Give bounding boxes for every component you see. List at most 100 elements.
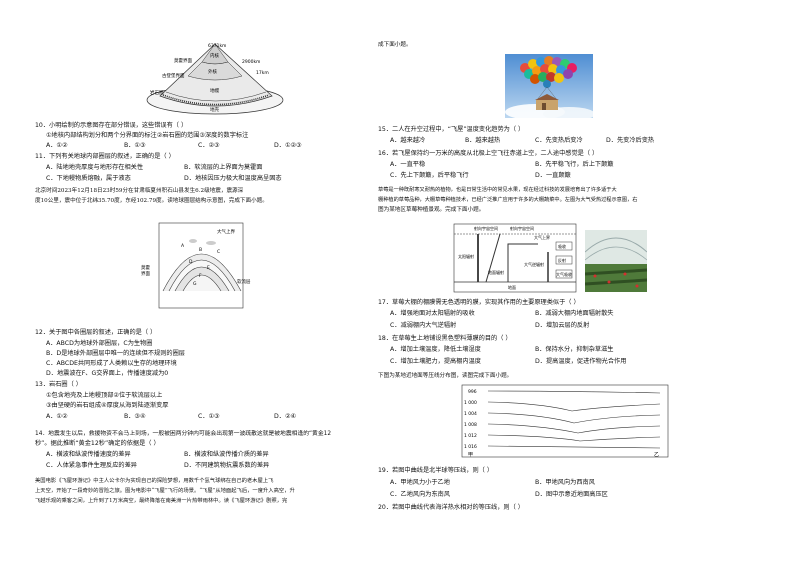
earth-structure-figure: 6371km 2900km 17km 莫霍界面 古登堡界面 岩石圈 内核 外核 … <box>140 38 290 116</box>
q17-option-b[interactable]: B．减弱大棚内地面辐射散失 <box>535 310 614 317</box>
intro15-line3: 飞越乐观的乘客之间，上升到了1万米高空，最终降落在南美洲一片热带雨林中。读《飞屋… <box>35 498 288 504</box>
q12-option-b[interactable]: B．D是地球外部圈层中唯一的连续但不规则的圈层 <box>46 350 185 357</box>
q18-option-a[interactable]: A．增加土壤温度，降低土壤湿度 <box>390 346 481 353</box>
earth-structure-diagram: 6371km 2900km 17km 莫霍界面 古登堡界面 岩石圈 内核 外核 … <box>146 43 284 115</box>
atmosphere-heating-diagram: 射向宇宙空间 射向宇宙空间 大气上界 太阳辐射 大气逆辐射 地面辐射 吸收 反射… <box>453 223 577 293</box>
intro12-line2: 度10公里，震中位于北纬35.70度，东经102.79度。读地球圈层结构示意图，… <box>35 198 268 204</box>
q16-stem: 16．若飞屋保持约一万米的高度从北极上空飞往赤道上空，二人途中感觉是（ ） <box>378 150 599 157</box>
intro19-line1: 下图为某地近地面等压线分布图，读图完成下面小题。 <box>378 373 513 379</box>
q18-option-b[interactable]: B．保持水分，抑制杂草滋生 <box>535 346 614 353</box>
q15-option-c[interactable]: C．先变热后变冷 <box>535 137 583 144</box>
q19-option-d[interactable]: D．图中示意近地面高压区 <box>535 491 608 498</box>
label-moho-2: 界面 <box>141 271 150 277</box>
q19-option-c[interactable]: C．乙地风向为东南风 <box>390 491 451 498</box>
q10-option-c[interactable]: C．②③ <box>198 142 220 149</box>
q17-option-a[interactable]: A．增强地面对太阳辐射的吸收 <box>390 310 475 317</box>
q16-option-c[interactable]: C．先上下颠簸，后平稳飞行 <box>390 172 469 179</box>
q13-option-c[interactable]: C．①③ <box>198 413 220 420</box>
q18-stem: 18．在草莓生上地铺设黑色塑料薄膜的目的（ ） <box>378 335 512 342</box>
label-moho: 莫霍 <box>141 264 150 271</box>
q16-option-a[interactable]: A．一直平稳 <box>390 161 426 168</box>
intro17-line2: 棚种植的草莓品种，大棚草莓种植技术，已经广泛推广应用于许多的大棚蔬菜中。左图为大… <box>378 197 638 203</box>
label-atmos-top: 大气上界 <box>217 228 235 235</box>
label-A: A <box>181 243 185 249</box>
gh-label-reflect: 反射 <box>558 257 566 263</box>
q13-sub2: ③由坚硬的岩石组成④厚度从海到陆逐渐变厚 <box>46 402 169 409</box>
q15-option-a[interactable]: A．越来越冷 <box>390 137 426 144</box>
q14-line1: 14．地震发生以后，救援物资不会马上到场，一般被困两分钟内可能会出现第一波疏散这… <box>35 431 332 437</box>
gh-label-atmos-top: 大气上界 <box>534 234 550 240</box>
q12-option-d[interactable]: D．地震波在F、G交界面上，传播速度减为0 <box>46 370 169 377</box>
q14-option-d[interactable]: D．不同建筑物抗震系数的差异 <box>184 462 270 469</box>
q18-option-d[interactable]: D．提高温度，促进作物光合作用 <box>535 358 627 365</box>
q19-option-a[interactable]: A．甲地风力小于乙地 <box>390 479 450 486</box>
q12-option-a[interactable]: A．ABCD为地球外部圈层，C为生物圈 <box>46 340 153 347</box>
q10-sub: ①地核内部结构划分和两个分界面的标注②岩石圈的范围③深度的数字标注 <box>46 132 249 139</box>
label-outer-core: 外核 <box>208 68 217 75</box>
label-gutenberg: 古登堡界面 <box>162 72 185 79</box>
gh-label-atm-absorb: 大气吸收 <box>556 271 572 277</box>
label-2900: 2900km <box>242 59 260 65</box>
isobar-map: 996 1 000 1 004 1 008 1 012 1 016 甲 乙 <box>461 384 669 458</box>
q13-sub1: ①包含地壳及上地幔顶部②位于软流层以上 <box>46 392 163 399</box>
isobar-1004: 1 004 <box>464 411 477 417</box>
q20-stem: 20．若图中曲线代表海洋热水相对的等压线，则（ ） <box>378 504 524 511</box>
q12-stem: 12．关于图中各圈层的叙述，正确的是（ ） <box>35 329 157 336</box>
q15-option-d[interactable]: D．先变冷后变热 <box>606 137 655 144</box>
q13-option-d[interactable]: D．②④ <box>274 413 297 420</box>
gh-label-ground: 地面 <box>508 284 516 290</box>
q11-option-d[interactable]: D．地核因压力极大和温度高呈固态 <box>184 175 282 182</box>
q11-option-b[interactable]: B．软流层的上界面为莫霍面 <box>184 164 263 171</box>
q15-option-b[interactable]: B．越来越热 <box>465 137 501 144</box>
intro17-line1: 草莓是一种既耐寒又耐热的植物，也是日常生活中的常见水果，现在经过科技的发展培育出… <box>378 187 617 193</box>
balloon-house-illustration <box>505 54 593 118</box>
label-D: D <box>189 259 193 265</box>
gh-label-space-2: 射向宇宙空间 <box>510 225 534 231</box>
gh-label-absorb: 吸收 <box>558 243 566 249</box>
q10-stem: 10．小明绘制的示意图存在部分错误，这些错误有（ ） <box>35 122 188 129</box>
intro17-line3: 图为某地区草莓种植景观。完成下面小题。 <box>378 207 485 213</box>
q14-option-b[interactable]: B．横波和纵波传播介质的差异 <box>184 451 269 458</box>
isobar-figure: 996 1 000 1 004 1 008 1 012 1 016 甲 乙 <box>460 383 670 459</box>
q17-option-c[interactable]: C．减弱棚内大气逆辐射 <box>390 322 457 329</box>
q19-option-b[interactable]: B．甲地风向为西南风 <box>535 479 595 486</box>
q16-option-d[interactable]: D．一直颠簸 <box>535 172 571 179</box>
label-G: G <box>193 281 197 287</box>
q11-option-c[interactable]: C．下地幔物质熔融，属于液态 <box>46 175 131 182</box>
isobar-yi: 乙 <box>654 451 659 458</box>
label-6371: 6371km <box>208 43 226 49</box>
isobar-1016: 1 016 <box>464 444 477 450</box>
q17-option-d[interactable]: D．增加云层的反射 <box>535 322 590 329</box>
isobar-1008: 1 008 <box>464 422 477 428</box>
label-E: E <box>207 265 210 271</box>
q10-option-d[interactable]: D．①②③ <box>274 142 302 149</box>
label-lithosphere: 岩石圈 <box>150 89 164 96</box>
greenhouse-effect-diagram: 射向宇宙空间 射向宇宙空间 大气上界 太阳辐射 大气逆辐射 地面辐射 吸收 反射… <box>448 222 583 294</box>
label-B: B <box>199 247 202 253</box>
gh-label-ground-rad: 地面辐射 <box>488 269 504 275</box>
label-crust: 地壳 <box>210 106 219 113</box>
gh-label-space-1: 射向宇宙空间 <box>474 225 498 231</box>
q12-option-c[interactable]: C．ABCDE共同形成了人类赖以生存的地理环境 <box>46 360 177 367</box>
q14-option-c[interactable]: C．人体紧急事件生理反应的差异 <box>46 462 137 469</box>
label-C: C <box>217 249 220 255</box>
q13-stem: 13．岩石圈（ ） <box>35 381 82 388</box>
intro15-line1: 美国电影《飞屋环游记》中主人公卡尔为实现自己的探险梦想，用数千个氢气球绑在自己的… <box>35 478 274 484</box>
flying-house-photo <box>505 54 593 118</box>
q13-option-b[interactable]: B．③④ <box>124 413 146 420</box>
q14-option-a[interactable]: A．横波和纵波传播速度的差异 <box>46 451 131 458</box>
label-F: F <box>199 273 202 279</box>
label-mantle: 地幔 <box>210 87 219 94</box>
q13-option-a[interactable]: A．①② <box>46 413 68 420</box>
isobar-1012: 1 012 <box>464 433 477 439</box>
q11-option-a[interactable]: A．陆地地壳厚度与地形存在相关性 <box>46 164 144 171</box>
q16-option-b[interactable]: B．先平稳飞行，后上下颠簸 <box>535 161 614 168</box>
q10-option-a[interactable]: A．①② <box>46 142 68 149</box>
gh-label-counter: 大气逆辐射 <box>524 261 544 267</box>
label-inner-core: 内核 <box>210 52 219 59</box>
q10-option-b[interactable]: B．①③ <box>124 142 146 149</box>
q18-option-c[interactable]: C．增加土壤肥力，提高棚内温度 <box>390 358 481 365</box>
q17-stem: 17．草莓大棚的棚膜需无色透明的膜，实现其作用的主要原理类似于（ ） <box>378 299 580 306</box>
label-mohorovicic: 莫霍界面 <box>174 57 192 64</box>
isobar-jia: 甲 <box>468 452 473 458</box>
